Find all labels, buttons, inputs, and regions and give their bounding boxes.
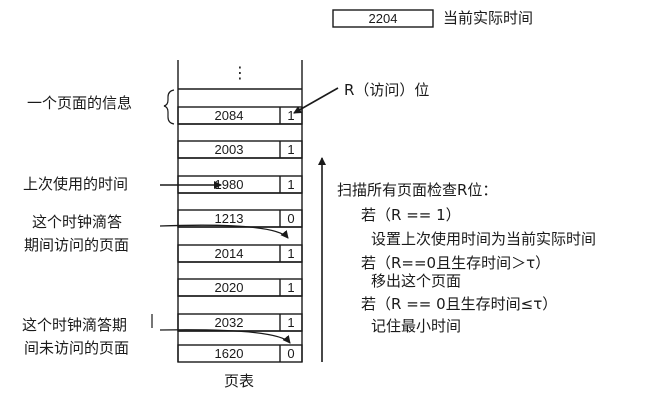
referenced-arrow — [159, 224, 289, 239]
entry-time: 2032 — [214, 315, 244, 330]
table-continuation-dots: ⋮ — [232, 63, 248, 82]
case2-action: 移出这个页面 — [371, 272, 462, 290]
record-boxes — [177, 106, 303, 363]
current-time-box — [332, 9, 434, 28]
entry-r-bit: 0 — [287, 346, 295, 361]
entry-time: 1620 — [214, 346, 244, 361]
current-time-label: 当前实际时间 — [443, 9, 534, 27]
page-info-label: 一个页面的信息 — [27, 94, 133, 112]
r-bit-arrow — [293, 87, 339, 114]
entry-time: 2003 — [214, 142, 244, 157]
entry-r-bit: 1 — [287, 177, 295, 192]
page-info-brace — [163, 89, 175, 125]
algorithm-title: 扫描所有页面检查R位： — [337, 181, 498, 199]
r-bit-label: R（访问）位 — [344, 81, 430, 99]
entry-time: 1213 — [214, 211, 244, 226]
entry-time: 2014 — [214, 246, 244, 261]
unreferenced-label-line2: 间未访问的页面 — [24, 339, 130, 357]
entry-time: 2020 — [214, 280, 244, 295]
entry-r-bit: 1 — [287, 280, 295, 295]
entry-r-bit: 0 — [287, 211, 295, 226]
entry-time: 2084 — [214, 108, 244, 123]
current-time-value: 2204 — [368, 11, 398, 26]
case2-condition: 若（R==0且生存时间＞τ） — [361, 254, 551, 272]
entry-r-bit: 1 — [287, 142, 295, 157]
entry-r-bit: 1 — [287, 246, 295, 261]
case3-action: 记住最小时间 — [371, 317, 462, 335]
referenced-label-line2: 期间访问的页面 — [24, 236, 130, 254]
case1-condition: 若（R == 1） — [361, 206, 461, 224]
entry-r-bit: 1 — [287, 108, 295, 123]
referenced-label-line1: 这个时钟滴答 — [32, 213, 123, 231]
unreferenced-arrow — [159, 329, 291, 344]
case1-action: 设置上次使用时间为当前实际时间 — [371, 230, 597, 248]
unreferenced-label-line1: 这个时钟滴答期 — [22, 316, 128, 334]
entry-r-bit: 1 — [287, 315, 295, 330]
page-table-caption: 页表 — [224, 372, 255, 390]
case3-condition: 若（R == 0且生存时间≤τ） — [361, 295, 558, 313]
entry-time: 1980 — [214, 177, 244, 192]
last-used-label: 上次使用的时间 — [23, 175, 129, 193]
